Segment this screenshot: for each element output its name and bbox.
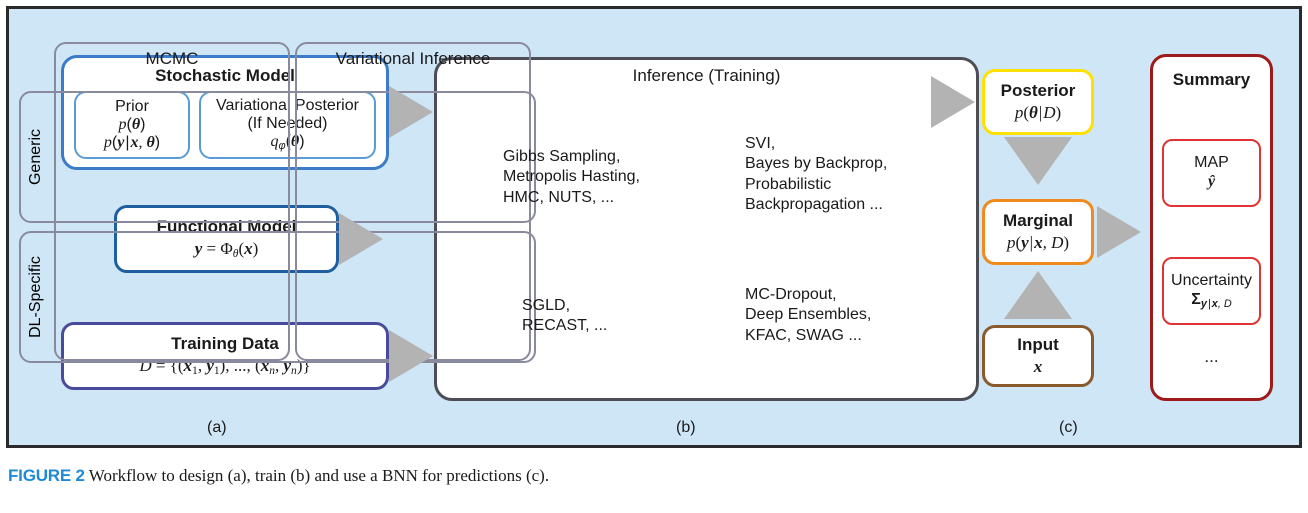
arrow-right-icon-inference-to-posterior: [931, 76, 975, 128]
marginal-title: Marginal: [1003, 211, 1073, 231]
inference-row-dl-specific: DL-Specific: [19, 231, 536, 363]
variational-posterior-label-line-1: Variational Posterior: [216, 97, 359, 115]
posterior-box: Posterior p(θ|D): [982, 69, 1094, 135]
panel-label-b: (b): [676, 419, 696, 436]
map-box: MAP ŷ: [1162, 139, 1261, 207]
posterior-title: Posterior: [1000, 81, 1076, 101]
stochastic-model-inner-row: Prior p(θ) p(y|x, θ) Variational Posteri…: [74, 91, 376, 159]
uncertainty-label: Uncertainty: [1171, 271, 1252, 289]
training-data-title: Training Data: [171, 333, 279, 353]
arrow-right-icon-functional-to-inference: [339, 213, 383, 265]
posterior-formula: p(θ|D): [1014, 102, 1062, 122]
row-label-generic: Generic: [27, 128, 44, 186]
prior-formula-1: p(θ): [118, 116, 146, 134]
marginal-formula: p(y|x, D): [1006, 232, 1070, 252]
prior-box: Prior p(θ) p(y|x, θ): [74, 91, 190, 159]
prior-formula-2: p(y|x, θ): [103, 133, 161, 151]
cell-mcmc-generic: Gibbs Sampling, Metropolis Hasting, HMC,…: [503, 148, 640, 206]
stochastic-model-box: Stochastic Model Prior p(θ) p(y|x, θ) Va…: [61, 55, 389, 170]
summary-title: Summary: [1172, 70, 1251, 89]
uncertainty-box: Uncertainty Σy|x, D: [1162, 257, 1261, 325]
figure-caption: FIGURE 2 Workflow to design (a), train (…: [8, 466, 1298, 486]
arrow-up-icon-input-to-marginal: [1004, 271, 1072, 319]
inference-row-generic: Generic: [19, 91, 536, 223]
uncertainty-formula: Σy|x, D: [1191, 290, 1232, 310]
cell-variational-inference-generic: SVI, Bayes by Backprop, Probabilistic Ba…: [745, 135, 888, 214]
arrow-right-icon-stochastic-to-inference: [389, 86, 433, 138]
arrow-right-icon-training-to-inference: [389, 330, 433, 382]
summary-ellipsis: ...: [1204, 347, 1219, 366]
inference-title: Inference (Training): [632, 66, 781, 85]
functional-model-formula: y = Φθ(x): [194, 239, 259, 261]
cell-mcmc-dl-specific: SGLD, RECAST, ...: [522, 297, 608, 335]
figure-caption-label: FIGURE 2: [8, 466, 85, 485]
inference-block: Inference (Training): [434, 57, 979, 401]
map-formula: ŷ: [1207, 173, 1216, 190]
prior-label: Prior: [115, 98, 149, 116]
arrow-right-icon-marginal-to-summary: [1097, 206, 1141, 258]
figure-caption-text: Workflow to design (a), train (b) and us…: [88, 466, 550, 485]
figure-panel: Stochastic Model Prior p(θ) p(y|x, θ) Va…: [6, 6, 1302, 448]
column-header-mcmc: MCMC: [145, 49, 199, 68]
stochastic-model-title: Stochastic Model: [155, 66, 295, 85]
input-title: Input: [1017, 335, 1059, 355]
marginal-box: Marginal p(y|x, D): [982, 199, 1094, 265]
cell-variational-inference-dl-specific: MC-Dropout, Deep Ensembles, KFAC, SWAG .…: [745, 286, 872, 344]
input-formula: x: [1033, 356, 1043, 376]
row-label-dl-specific: DL-Specific: [27, 256, 44, 338]
summary-box: Summary MAP ŷ Uncertainty Σy|x, D ...: [1150, 54, 1273, 401]
arrow-down-icon-posterior-to-marginal: [1004, 137, 1072, 185]
map-label: MAP: [1194, 154, 1229, 172]
variational-posterior-label-line-2: (If Needed): [247, 115, 328, 133]
input-box: Input x: [982, 325, 1094, 387]
inference-column-mcmc: MCMC: [54, 42, 290, 361]
column-header-variational-inference: Variational Inference: [335, 49, 491, 68]
panel-label-a: (a): [207, 419, 227, 436]
panel-label-c: (c): [1059, 419, 1078, 436]
